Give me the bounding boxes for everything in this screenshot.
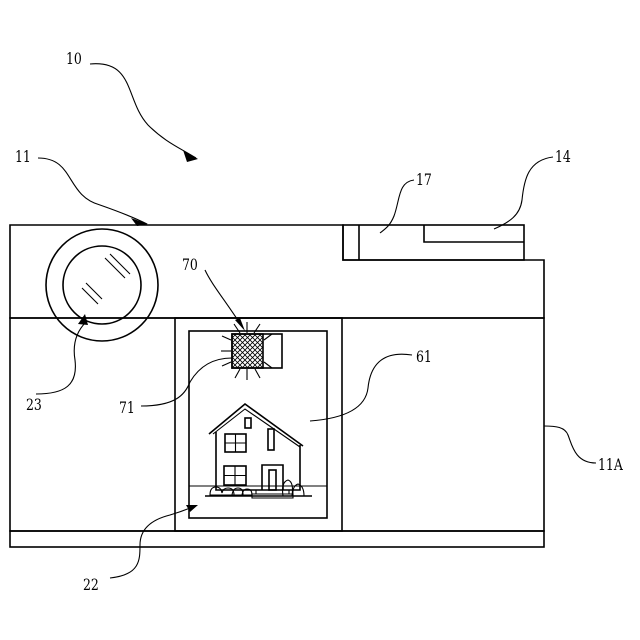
lens	[46, 229, 158, 341]
house-illustration	[205, 404, 312, 498]
ref-17-label: 17	[416, 172, 432, 190]
leader-lines	[36, 64, 596, 578]
ref-22-label: 22	[83, 577, 99, 595]
ref-61-label: 61	[416, 349, 432, 367]
top-module	[343, 225, 524, 260]
ref-11a-label: 11A	[598, 457, 623, 475]
camera-body	[10, 225, 544, 547]
ref-14-label: 14	[555, 149, 571, 167]
ref-70-label: 70	[182, 257, 198, 275]
reference-labels: 10 11 14 17 70 61 23 71 11A 22	[15, 51, 623, 595]
ref-11-label: 11	[15, 149, 31, 167]
ref-71-label: 71	[119, 400, 135, 418]
ref-10-label: 10	[66, 51, 82, 69]
ref-23-label: 23	[26, 397, 42, 415]
